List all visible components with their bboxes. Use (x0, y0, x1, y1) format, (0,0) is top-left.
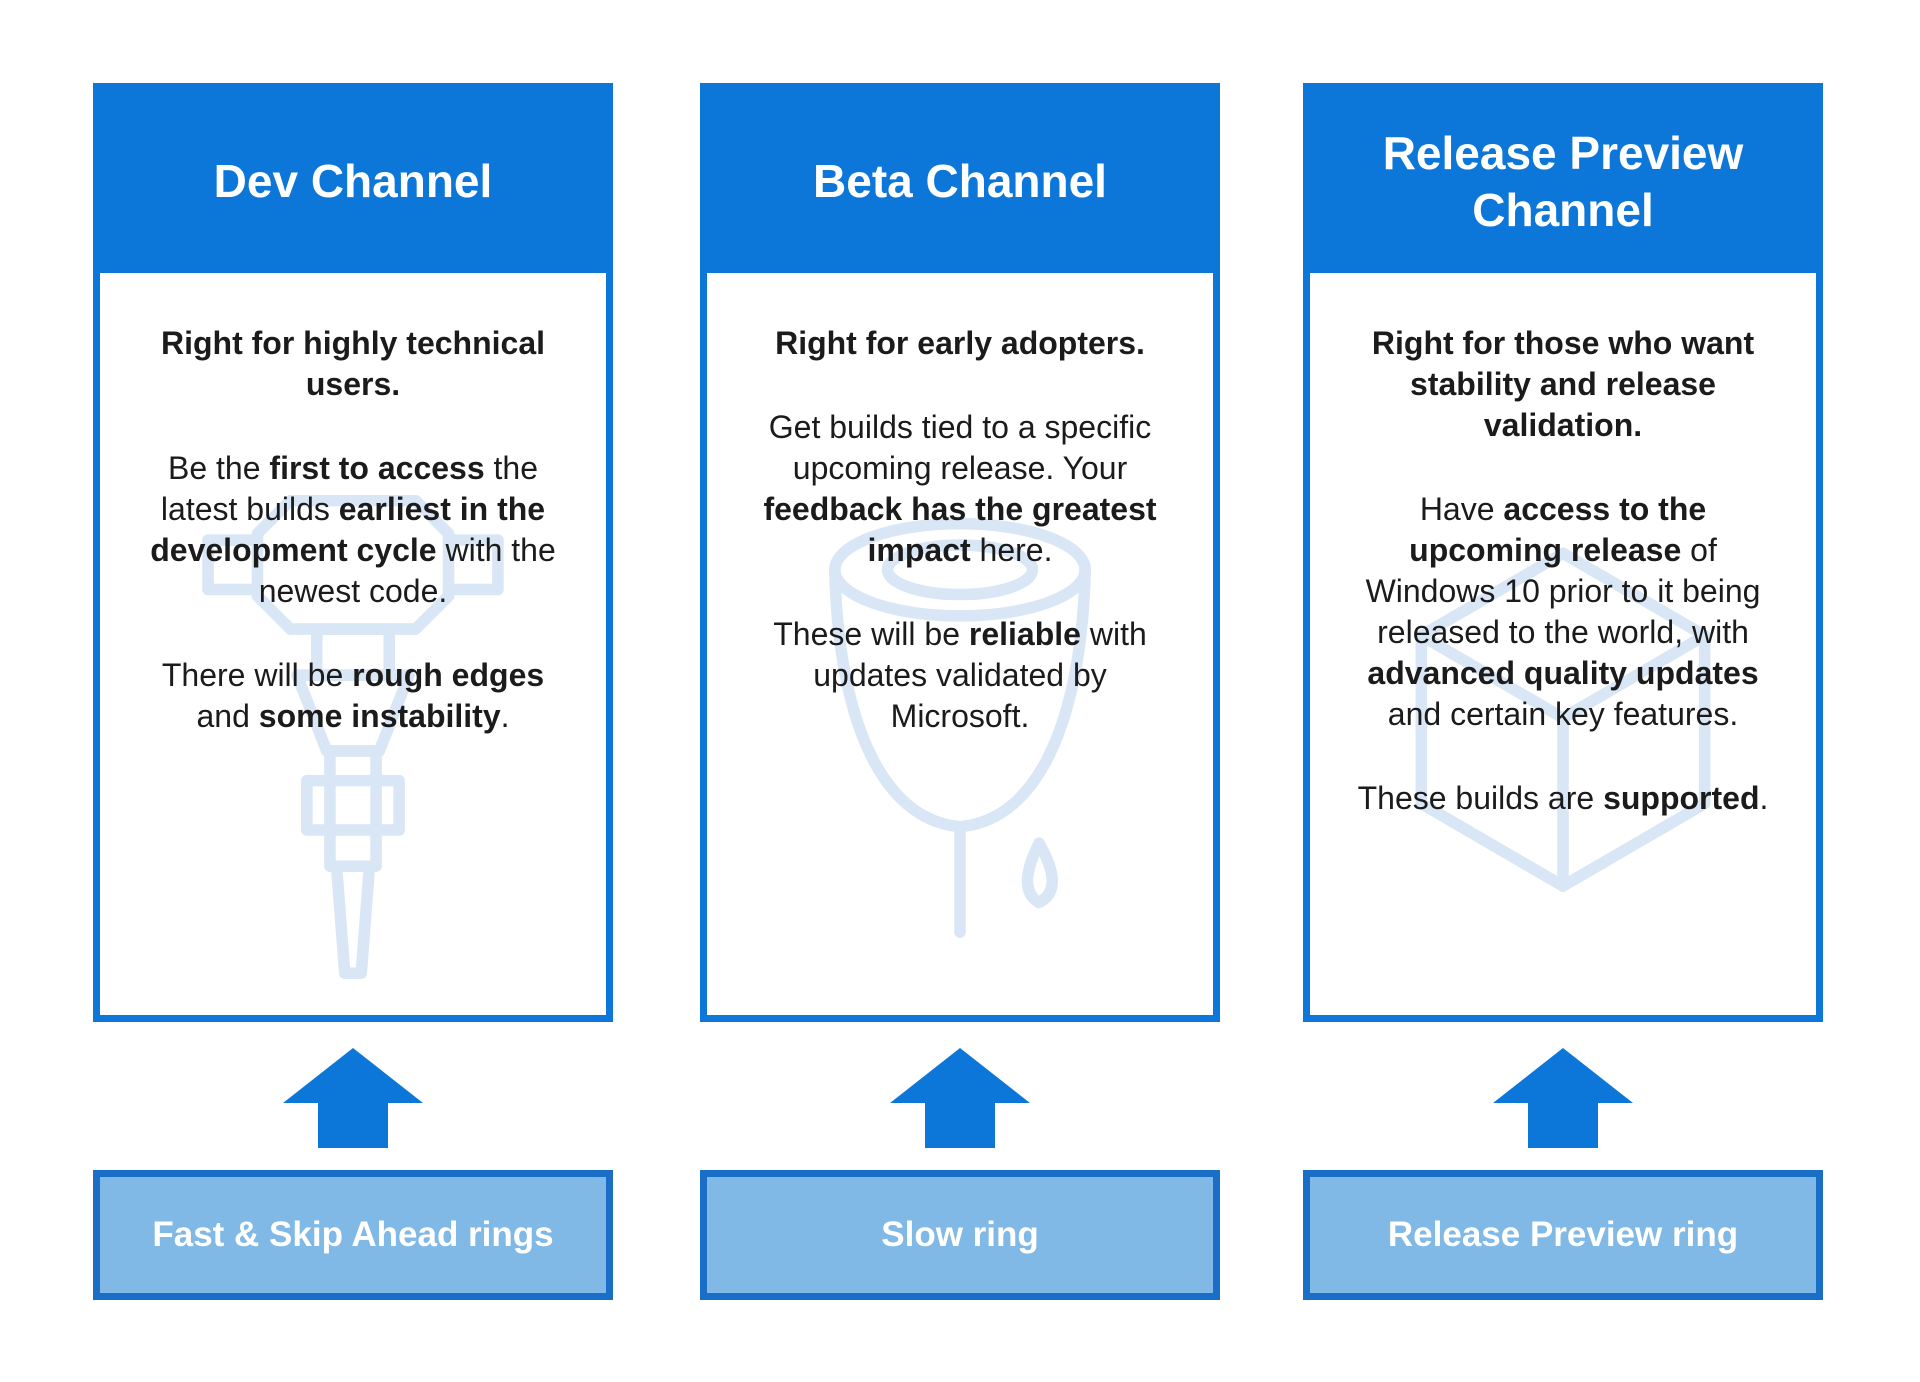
ring-box-fast-skip-ahead: Fast & Skip Ahead rings (93, 1170, 613, 1300)
channel-paragraph: There will be rough edges and some insta… (161, 657, 545, 734)
channel-body-dev: Right for highly technical users. Be the… (100, 273, 606, 1015)
ring-label: Release Preview ring (1387, 1215, 1739, 1254)
channel-title-beta: Beta Channel (813, 155, 1107, 207)
channel-paragraph: Be the first to access the latest builds… (150, 450, 556, 609)
channel-paragraph: Have access to the upcoming release of W… (1365, 491, 1761, 732)
channel-column-beta: Beta Channel Right for early adopters. G… (700, 83, 1220, 1022)
cube-icon (1415, 547, 1711, 892)
ring-label: Fast & Skip Ahead rings (152, 1215, 554, 1254)
channel-body-release-preview: Right for those who want stability and r… (1310, 273, 1816, 1015)
channel-title-release-preview: Release Preview Channel (1382, 126, 1744, 236)
jackhammer-icon (202, 494, 504, 980)
up-arrow-icon (1493, 1048, 1633, 1148)
ring-box-slow: Slow ring (700, 1170, 1220, 1300)
channel-paragraph: Right for early adopters. (775, 325, 1145, 361)
channel-column-release-preview: Release Preview Channel Right for those … (1303, 83, 1823, 1022)
channel-header-beta: Beta Channel (707, 90, 1213, 273)
channel-header-dev: Dev Channel (100, 90, 606, 273)
channel-paragraph: These builds are supported. (1357, 780, 1769, 816)
channel-body-beta: Right for early adopters. Get builds tie… (707, 273, 1213, 1015)
paint-bucket-icon (829, 517, 1091, 938)
up-arrow-icon (890, 1048, 1030, 1148)
up-arrow-icon (283, 1048, 423, 1148)
channel-paragraph: These will be reliable with updates vali… (773, 616, 1147, 734)
channel-paragraph: Right for those who want stability and r… (1371, 325, 1755, 443)
channel-paragraph: Get builds tied to a specific upcoming r… (763, 409, 1157, 568)
channel-header-release-preview: Release Preview Channel (1310, 90, 1816, 273)
channel-title-dev: Dev Channel (213, 155, 493, 207)
ring-box-release-preview: Release Preview ring (1303, 1170, 1823, 1300)
ring-label: Slow ring (881, 1215, 1039, 1254)
channel-column-dev: Dev Channel Right for highly technical u… (93, 83, 613, 1022)
channel-paragraph: Right for highly technical users. (160, 325, 545, 402)
